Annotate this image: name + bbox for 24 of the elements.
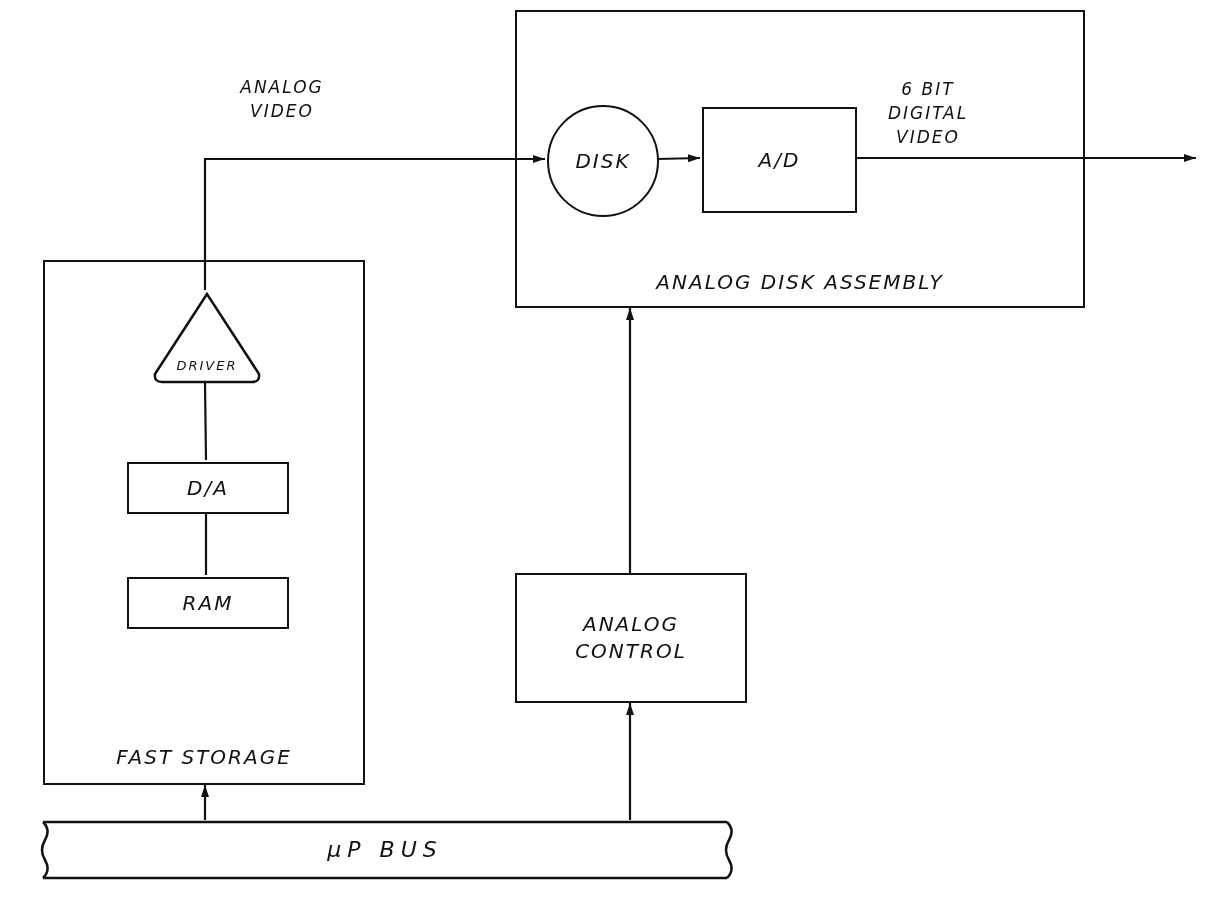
arrow bbox=[656, 154, 701, 163]
arrow bbox=[626, 308, 634, 573]
block-label: A/D bbox=[756, 146, 802, 174]
block-heading: ANALOG DISK ASSEMBLY bbox=[654, 269, 945, 296]
arrow bbox=[201, 785, 209, 820]
arrow bbox=[855, 154, 1196, 162]
arrow bbox=[203, 155, 545, 290]
block-box bbox=[515, 573, 747, 703]
block-label: μP BUS bbox=[327, 836, 443, 865]
block-box bbox=[515, 10, 1085, 308]
block-label: DISK bbox=[574, 147, 632, 175]
block-box bbox=[127, 577, 289, 629]
block-label: RAM bbox=[181, 589, 235, 617]
block-label: DRIVER bbox=[176, 357, 238, 375]
block-label: ANALOG CONTROL bbox=[574, 611, 688, 665]
disk-circle bbox=[547, 105, 659, 217]
block-box bbox=[127, 462, 289, 514]
block-box bbox=[702, 107, 857, 213]
block-heading: FAST STORAGE bbox=[115, 744, 293, 771]
arrow bbox=[626, 703, 634, 820]
edge-label: ANALOG VIDEO bbox=[238, 76, 325, 123]
edge-label: 6 BIT DIGITAL VIDEO bbox=[886, 78, 970, 149]
block-box bbox=[43, 260, 365, 785]
block-label: D/A bbox=[186, 474, 230, 502]
